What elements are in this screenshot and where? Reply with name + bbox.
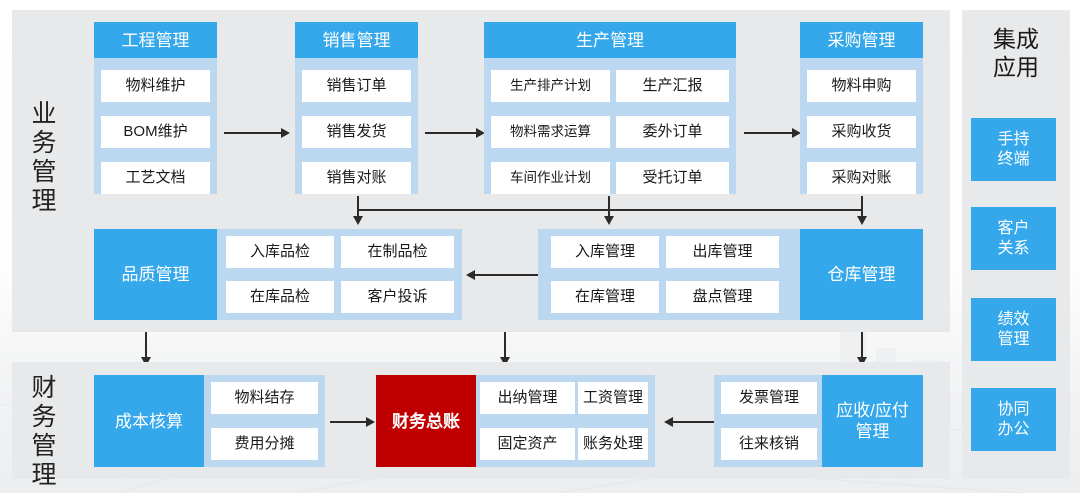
arrow-engineering-to-sales-line (224, 132, 281, 134)
cell-engineering-0[interactable]: 物料维护 (101, 70, 210, 102)
cell-quality-1[interactable]: 在制品检 (341, 236, 454, 268)
integration-title: 集成应用 (993, 26, 1039, 80)
integration-button-crm[interactable]: 客户关系 (971, 207, 1056, 270)
connector-drop-sales-head (353, 216, 363, 225)
cell-receivable-0[interactable]: 发票管理 (721, 382, 817, 414)
cell-ledger-1[interactable]: 工资管理 (578, 382, 648, 414)
cell-production-5[interactable]: 受托订单 (616, 162, 729, 194)
connector-drop-production (608, 196, 610, 218)
cell-quality-2[interactable]: 在库品检 (226, 281, 334, 313)
cell-purchase-2[interactable]: 采购对账 (807, 162, 916, 194)
connector-drop-purchase-head (857, 216, 867, 225)
cell-purchase-1[interactable]: 采购收货 (807, 116, 916, 148)
drop-warehouse-to-receivable-head (857, 357, 867, 366)
cell-warehouse-1[interactable]: 出库管理 (666, 236, 779, 268)
production-title[interactable]: 生产管理 (484, 22, 736, 58)
connector-drop-purchase (861, 196, 863, 218)
cost-title[interactable]: 成本核算 (94, 375, 204, 467)
receivable-title[interactable]: 应收/应付管理 (822, 375, 923, 467)
drop-quality-to-cost (145, 332, 147, 360)
arrow-sales-to-production-head (476, 128, 485, 138)
business-row-label: 业务管理 (31, 100, 57, 215)
warehouse-title[interactable]: 仓库管理 (800, 229, 923, 320)
cell-sales-2[interactable]: 销售对账 (302, 162, 411, 194)
drop-quality-to-cost-head (141, 357, 151, 366)
integration-button-oa[interactable]: 协同办公 (971, 388, 1056, 451)
arrow-receivable-to-ledger-head (664, 417, 673, 427)
cell-engineering-1[interactable]: BOM维护 (101, 116, 210, 148)
cell-cost-0[interactable]: 物料结存 (211, 382, 318, 414)
cell-engineering-2[interactable]: 工艺文档 (101, 162, 210, 194)
connector-drop-sales (357, 196, 359, 218)
cell-production-0[interactable]: 生产排产计划 (491, 70, 610, 102)
cell-warehouse-3[interactable]: 盘点管理 (666, 281, 779, 313)
cell-quality-3[interactable]: 客户投诉 (341, 281, 454, 313)
cell-production-2[interactable]: 物料需求运算 (491, 116, 610, 148)
arrow-warehouse-to-quality-line (475, 274, 540, 276)
finance-row-label: 财务管理 (31, 374, 57, 489)
connector-drop-production-head (604, 216, 614, 225)
quality-title[interactable]: 品质管理 (94, 229, 217, 320)
drop-production-to-ledger (504, 332, 506, 360)
engineering-title[interactable]: 工程管理 (94, 22, 217, 58)
arrow-cost-to-ledger-line (330, 421, 366, 423)
arrow-warehouse-to-quality-head (466, 270, 475, 280)
cell-quality-0[interactable]: 入库品检 (226, 236, 334, 268)
arrow-engineering-to-sales-head (281, 128, 290, 138)
cell-warehouse-2[interactable]: 在库管理 (551, 281, 659, 313)
cell-production-4[interactable]: 车间作业计划 (491, 162, 610, 194)
cell-purchase-0[interactable]: 物料申购 (807, 70, 916, 102)
integration-button-handheld[interactable]: 手持终端 (971, 118, 1056, 181)
cell-production-3[interactable]: 委外订单 (616, 116, 729, 148)
cell-cost-1[interactable]: 费用分摊 (211, 428, 318, 460)
arrow-production-to-purchase-line (744, 132, 792, 134)
cell-ledger-2[interactable]: 固定资产 (480, 428, 575, 460)
cell-ledger-0[interactable]: 出纳管理 (480, 382, 575, 414)
drop-warehouse-to-receivable (861, 332, 863, 360)
integration-button-performance[interactable]: 绩效管理 (971, 298, 1056, 361)
cell-sales-1[interactable]: 销售发货 (302, 116, 411, 148)
arrow-receivable-to-ledger-line (673, 421, 716, 423)
purchase-title[interactable]: 采购管理 (800, 22, 923, 58)
cell-warehouse-0[interactable]: 入库管理 (551, 236, 659, 268)
drop-production-to-ledger-head (500, 357, 510, 366)
arrow-cost-to-ledger-head (366, 417, 375, 427)
sales-title[interactable]: 销售管理 (295, 22, 418, 58)
cell-receivable-1[interactable]: 往来核销 (721, 428, 817, 460)
arrow-sales-to-production-line (425, 132, 476, 134)
cell-ledger-3[interactable]: 账务处理 (578, 428, 648, 460)
cell-sales-0[interactable]: 销售订单 (302, 70, 411, 102)
ledger-title[interactable]: 财务总账 (376, 375, 476, 467)
arrow-production-to-purchase-head (792, 128, 801, 138)
cell-production-1[interactable]: 生产汇报 (616, 70, 729, 102)
